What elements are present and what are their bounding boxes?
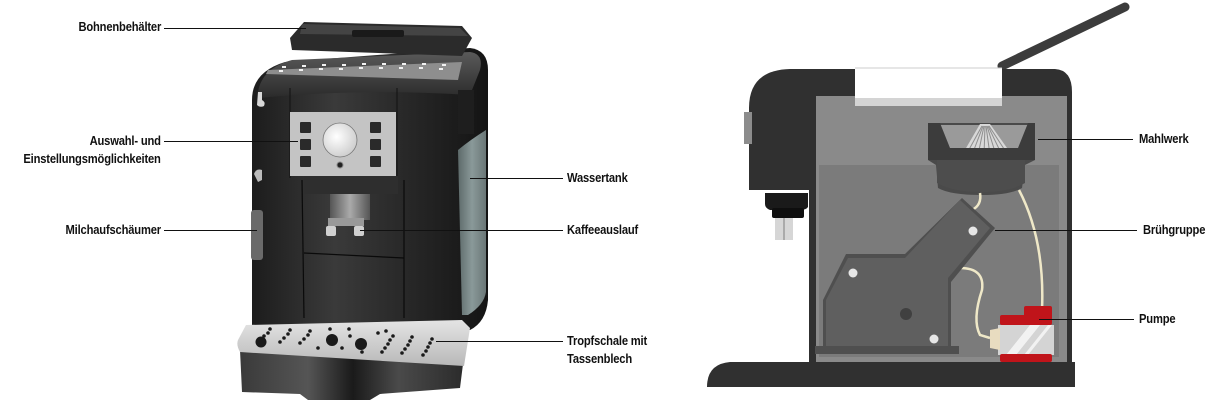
selection-knob: [322, 122, 358, 158]
label-pumpe: Pumpe: [1139, 311, 1176, 326]
label-milchaufschaeumer: Milchaufschäumer: [65, 222, 162, 237]
label-auswahl-line2: Einstellungsmöglichkeiten: [23, 151, 162, 166]
label-wassertank: Wassertank: [567, 170, 628, 185]
drip-tray-holes: [255, 327, 434, 357]
leader-line-auswahl: [164, 141, 298, 143]
drip-tray-grate: [237, 320, 470, 366]
label-auswahl-line1: Auswahl- und: [89, 133, 161, 148]
leader-line-tropfschale: [436, 341, 563, 343]
brew-group: [815, 198, 995, 354]
leader-line-pumpe: [1039, 319, 1134, 321]
pump: [990, 306, 1054, 362]
leader-line-bohnenbehaelter: [164, 28, 306, 30]
lever-arm: [997, 2, 1130, 71]
machine-base: [707, 362, 1075, 387]
grinder: [928, 123, 1035, 195]
control-buttons: [300, 122, 381, 167]
top-plate-dots: [279, 63, 446, 72]
leader-line-milchaufschaeumer: [164, 230, 257, 232]
label-bruehgruppe: Brühgruppe: [1143, 222, 1206, 237]
leader-line-mahlwerk: [1038, 139, 1133, 141]
leader-line-wassertank: [470, 178, 563, 180]
label-bohnenbehaelter: Bohnenbehälter: [78, 19, 161, 34]
coffee-spout: [330, 194, 370, 220]
leader-line-kaffeeauslauf: [360, 230, 563, 232]
leader-line-bruehgruppe: [995, 230, 1137, 232]
label-tropfschale-line2: Tassenblech: [567, 351, 633, 366]
label-mahlwerk: Mahlwerk: [1139, 131, 1189, 146]
label-tropfschale-line1: Tropfschale mit: [567, 333, 648, 348]
milk-frother: [251, 210, 263, 260]
label-kaffeeauslauf: Kaffeeauslauf: [567, 222, 639, 237]
